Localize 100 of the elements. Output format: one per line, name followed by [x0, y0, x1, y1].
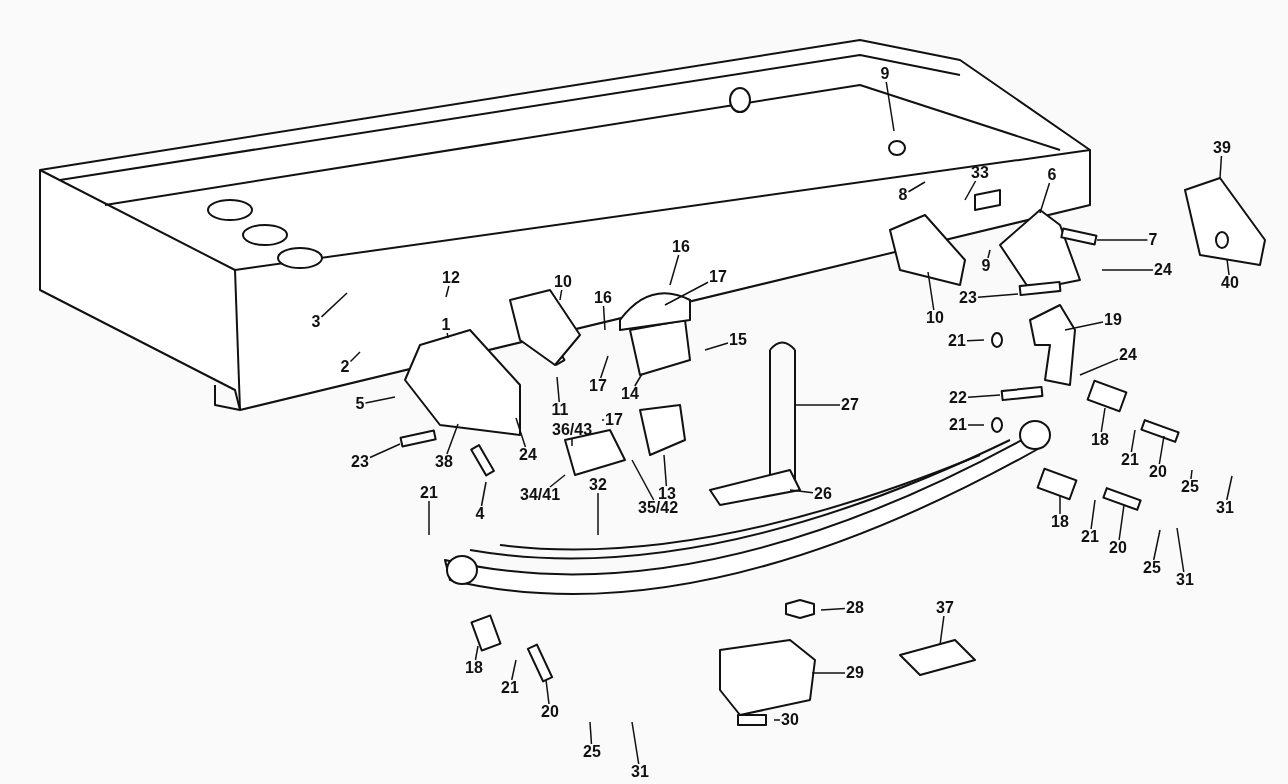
leader-line: [773, 719, 781, 721]
leader-line: [704, 342, 729, 351]
callout-number: 20: [1108, 540, 1128, 556]
callout-number: 32: [588, 477, 608, 493]
leader-line: [589, 721, 593, 745]
callout-number: 1: [440, 317, 452, 333]
leader-line: [811, 672, 846, 674]
callout-number: 10: [925, 310, 945, 326]
leader-line: [664, 281, 709, 306]
leader-line: [474, 645, 479, 661]
leader-line: [1219, 155, 1223, 179]
callout-number: 19: [1103, 312, 1123, 328]
callout-number: 26: [813, 486, 833, 502]
leader-line: [1158, 435, 1165, 465]
leader-line: [480, 481, 487, 507]
leader-line: [445, 285, 450, 298]
leader-line: [1101, 269, 1154, 271]
callout-number: 24: [518, 447, 538, 463]
leader-line: [1059, 495, 1061, 515]
callout-number: 15: [728, 332, 748, 348]
leader-line: [1118, 504, 1125, 541]
leader-line: [446, 332, 449, 339]
callout-number: 24: [1118, 347, 1138, 363]
leader-line: [1226, 258, 1230, 276]
leader-line: [966, 339, 985, 342]
callout-number: 38: [434, 454, 454, 470]
leader-line: [669, 254, 680, 286]
leader-line: [631, 459, 655, 501]
leader-line: [987, 249, 991, 259]
callout-number: 31: [1175, 572, 1195, 588]
leader-line: [515, 417, 527, 448]
leader-line: [597, 492, 599, 536]
leader-line: [967, 424, 985, 426]
callout-number: 11: [550, 402, 570, 418]
callout-number: 3: [310, 314, 322, 330]
callout-number: 34/41: [519, 487, 562, 503]
callout-number: 13: [657, 486, 677, 502]
leader-line: [571, 437, 573, 447]
callout-number: 21: [1080, 529, 1100, 545]
leader-line: [1090, 499, 1096, 530]
callout-number: 17: [604, 412, 624, 428]
callout-number: 28: [845, 600, 865, 616]
leader-line: [1100, 407, 1106, 433]
leader-line: [789, 489, 814, 494]
leader-line: [602, 305, 606, 331]
callout-number: 10: [553, 274, 573, 290]
callout-number: 9: [980, 258, 992, 274]
leader-line: [1039, 182, 1051, 214]
callout-number: 18: [1050, 514, 1070, 530]
callout-number: 21: [500, 680, 520, 696]
leader-line: [599, 355, 609, 379]
callout-number: 31: [630, 764, 650, 780]
callout-number: 20: [540, 704, 560, 720]
callout-number: 20: [1148, 464, 1168, 480]
callout-number: 30: [780, 712, 800, 728]
callout-number: 16: [671, 239, 691, 255]
callout-number: 16: [593, 290, 613, 306]
callout-number: 21: [419, 485, 439, 501]
callout-number: 31: [1215, 500, 1235, 516]
callout-number: 8: [897, 187, 909, 203]
callout-number: 25: [1142, 560, 1162, 576]
leader-line: [446, 423, 459, 455]
callout-number: 40: [1220, 275, 1240, 291]
leader-line: [1130, 429, 1136, 453]
callout-number: 35/42: [637, 500, 680, 516]
leader-line: [1190, 469, 1193, 480]
leader-line: [556, 376, 560, 403]
leader-line: [631, 721, 640, 765]
callout-number: 7: [1147, 232, 1159, 248]
leader-line: [320, 292, 348, 318]
leader-line: [939, 615, 945, 646]
callout-number: 6: [1046, 167, 1058, 183]
leader-line: [601, 419, 605, 421]
callout-number: 23: [350, 454, 370, 470]
leader-line: [907, 181, 926, 193]
leader-line: [349, 351, 361, 363]
callout-number: 21: [948, 417, 968, 433]
leader-line: [820, 607, 846, 611]
callout-number: 22: [948, 390, 968, 406]
leader-line: [795, 404, 841, 406]
callout-number: 39: [1212, 140, 1232, 156]
leader-line: [364, 396, 396, 404]
leader-line: [964, 180, 977, 201]
leader-line: [1064, 321, 1104, 331]
callout-number: 36/43: [551, 422, 594, 438]
callout-number: 18: [464, 660, 484, 676]
leader-line: [549, 474, 566, 488]
leader-line: [559, 289, 563, 301]
callout-number: 21: [947, 333, 967, 349]
callout-number: 14: [620, 386, 640, 402]
callout-number: 12: [441, 270, 461, 286]
leader-line: [977, 293, 1019, 298]
leader-line: [369, 443, 401, 459]
leader-line: [663, 454, 668, 487]
callout-number: 5: [354, 396, 366, 412]
leader-line: [885, 81, 895, 132]
callout-number: 24: [1153, 262, 1173, 278]
callout-number: 17: [708, 269, 728, 285]
leader-line: [1152, 529, 1161, 561]
leader-line: [1096, 239, 1149, 241]
